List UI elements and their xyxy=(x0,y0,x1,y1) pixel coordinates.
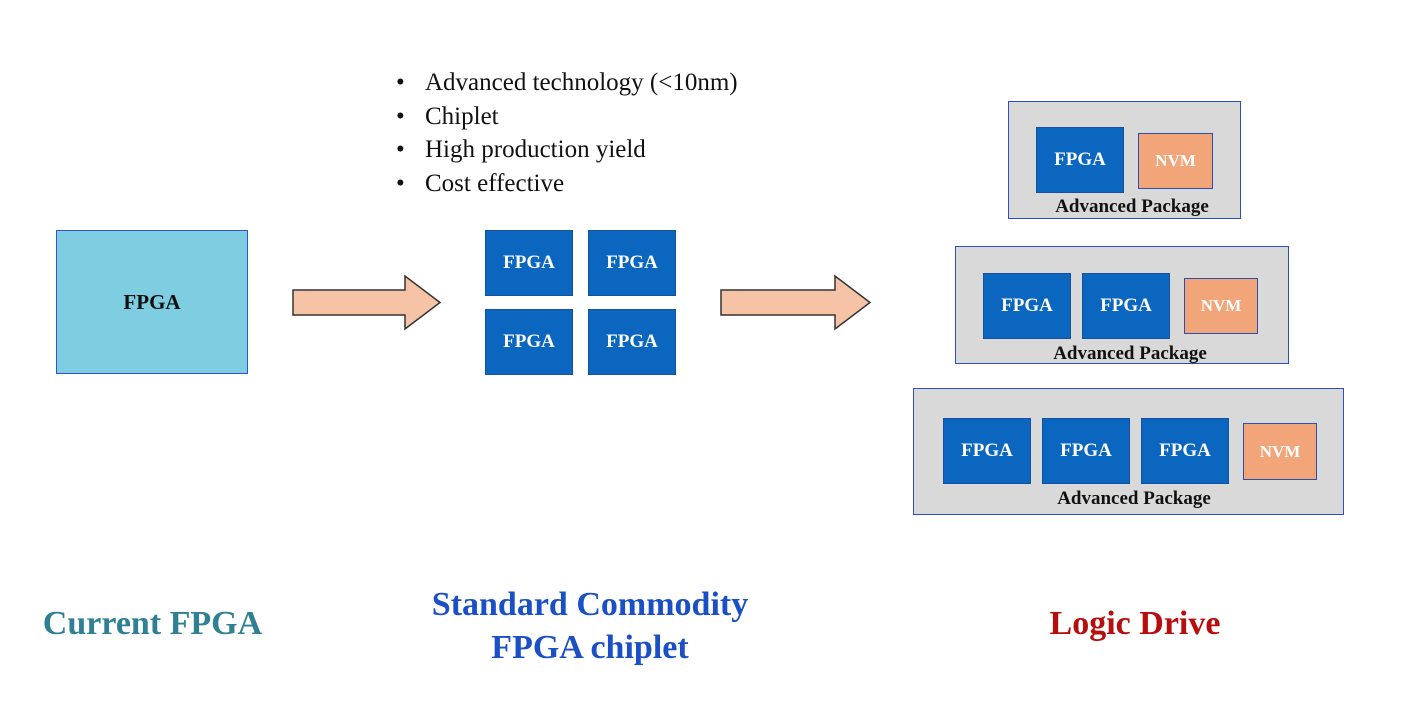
package-label: Advanced Package xyxy=(1055,196,1209,217)
package-label: Advanced Package xyxy=(1057,488,1211,509)
current-fpga-caption: Current FPGA xyxy=(42,605,263,642)
standard-caption-line1: Standard Commodity xyxy=(431,586,749,623)
standard-commodity-caption: Standard Commodity FPGA chiplet xyxy=(380,583,800,669)
fpga-chiplet-label: FPGA xyxy=(1054,149,1106,170)
fpga-chiplet-label: FPGA xyxy=(1100,295,1152,316)
fpga-chiplet: FPGA xyxy=(1082,273,1170,339)
fpga-chiplet: FPGA xyxy=(1036,127,1124,193)
list-item: Advanced technology (<10nm) xyxy=(396,66,738,100)
fpga-chiplet-label: FPGA xyxy=(503,252,555,273)
package-label: Advanced Package xyxy=(1053,343,1207,364)
fpga-chiplet: FPGA xyxy=(943,418,1031,484)
current-fpga-block: FPGA xyxy=(56,230,248,374)
right-arrow-icon xyxy=(720,274,872,331)
nvm-chip: NVM xyxy=(1243,423,1317,480)
fpga-chiplet: FPGA xyxy=(485,230,573,296)
feature-list: Advanced technology (<10nm) Chiplet High… xyxy=(396,66,738,200)
nvm-chip: NVM xyxy=(1184,278,1258,334)
fpga-chiplet: FPGA xyxy=(1042,418,1130,484)
list-item: Cost effective xyxy=(396,167,738,201)
fpga-chiplet-label: FPGA xyxy=(606,252,658,273)
fpga-chiplet: FPGA xyxy=(588,230,676,296)
fpga-chiplet: FPGA xyxy=(1141,418,1229,484)
fpga-chiplet-label: FPGA xyxy=(606,331,658,352)
advanced-package: FPGA FPGA NVM Advanced Package xyxy=(955,246,1289,364)
fpga-chiplet-label: FPGA xyxy=(1001,295,1053,316)
nvm-label: NVM xyxy=(1259,441,1301,461)
fpga-chiplet-label: FPGA xyxy=(961,440,1013,461)
fpga-chiplet: FPGA xyxy=(485,309,573,375)
fpga-chiplet-label: FPGA xyxy=(503,331,555,352)
fpga-chiplet-label: FPGA xyxy=(1060,440,1112,461)
nvm-label: NVM xyxy=(1155,151,1196,170)
fpga-chiplet: FPGA xyxy=(588,309,676,375)
fpga-chiplet-label: FPGA xyxy=(1159,440,1211,461)
advanced-package: FPGA FPGA FPGA NVM Advanced Package xyxy=(913,388,1344,515)
nvm-label: NVM xyxy=(1200,296,1242,315)
current-fpga-label: FPGA xyxy=(123,289,181,314)
nvm-chip: NVM xyxy=(1138,133,1213,189)
fpga-chiplet: FPGA xyxy=(983,273,1071,339)
logic-drive-caption: Logic Drive xyxy=(1049,605,1221,642)
right-arrow-icon xyxy=(292,274,442,331)
list-item: High production yield xyxy=(396,133,738,167)
list-item: Chiplet xyxy=(396,100,738,134)
advanced-package: FPGA NVM Advanced Package xyxy=(1008,101,1241,219)
standard-caption-line2: FPGA chiplet xyxy=(491,629,689,666)
